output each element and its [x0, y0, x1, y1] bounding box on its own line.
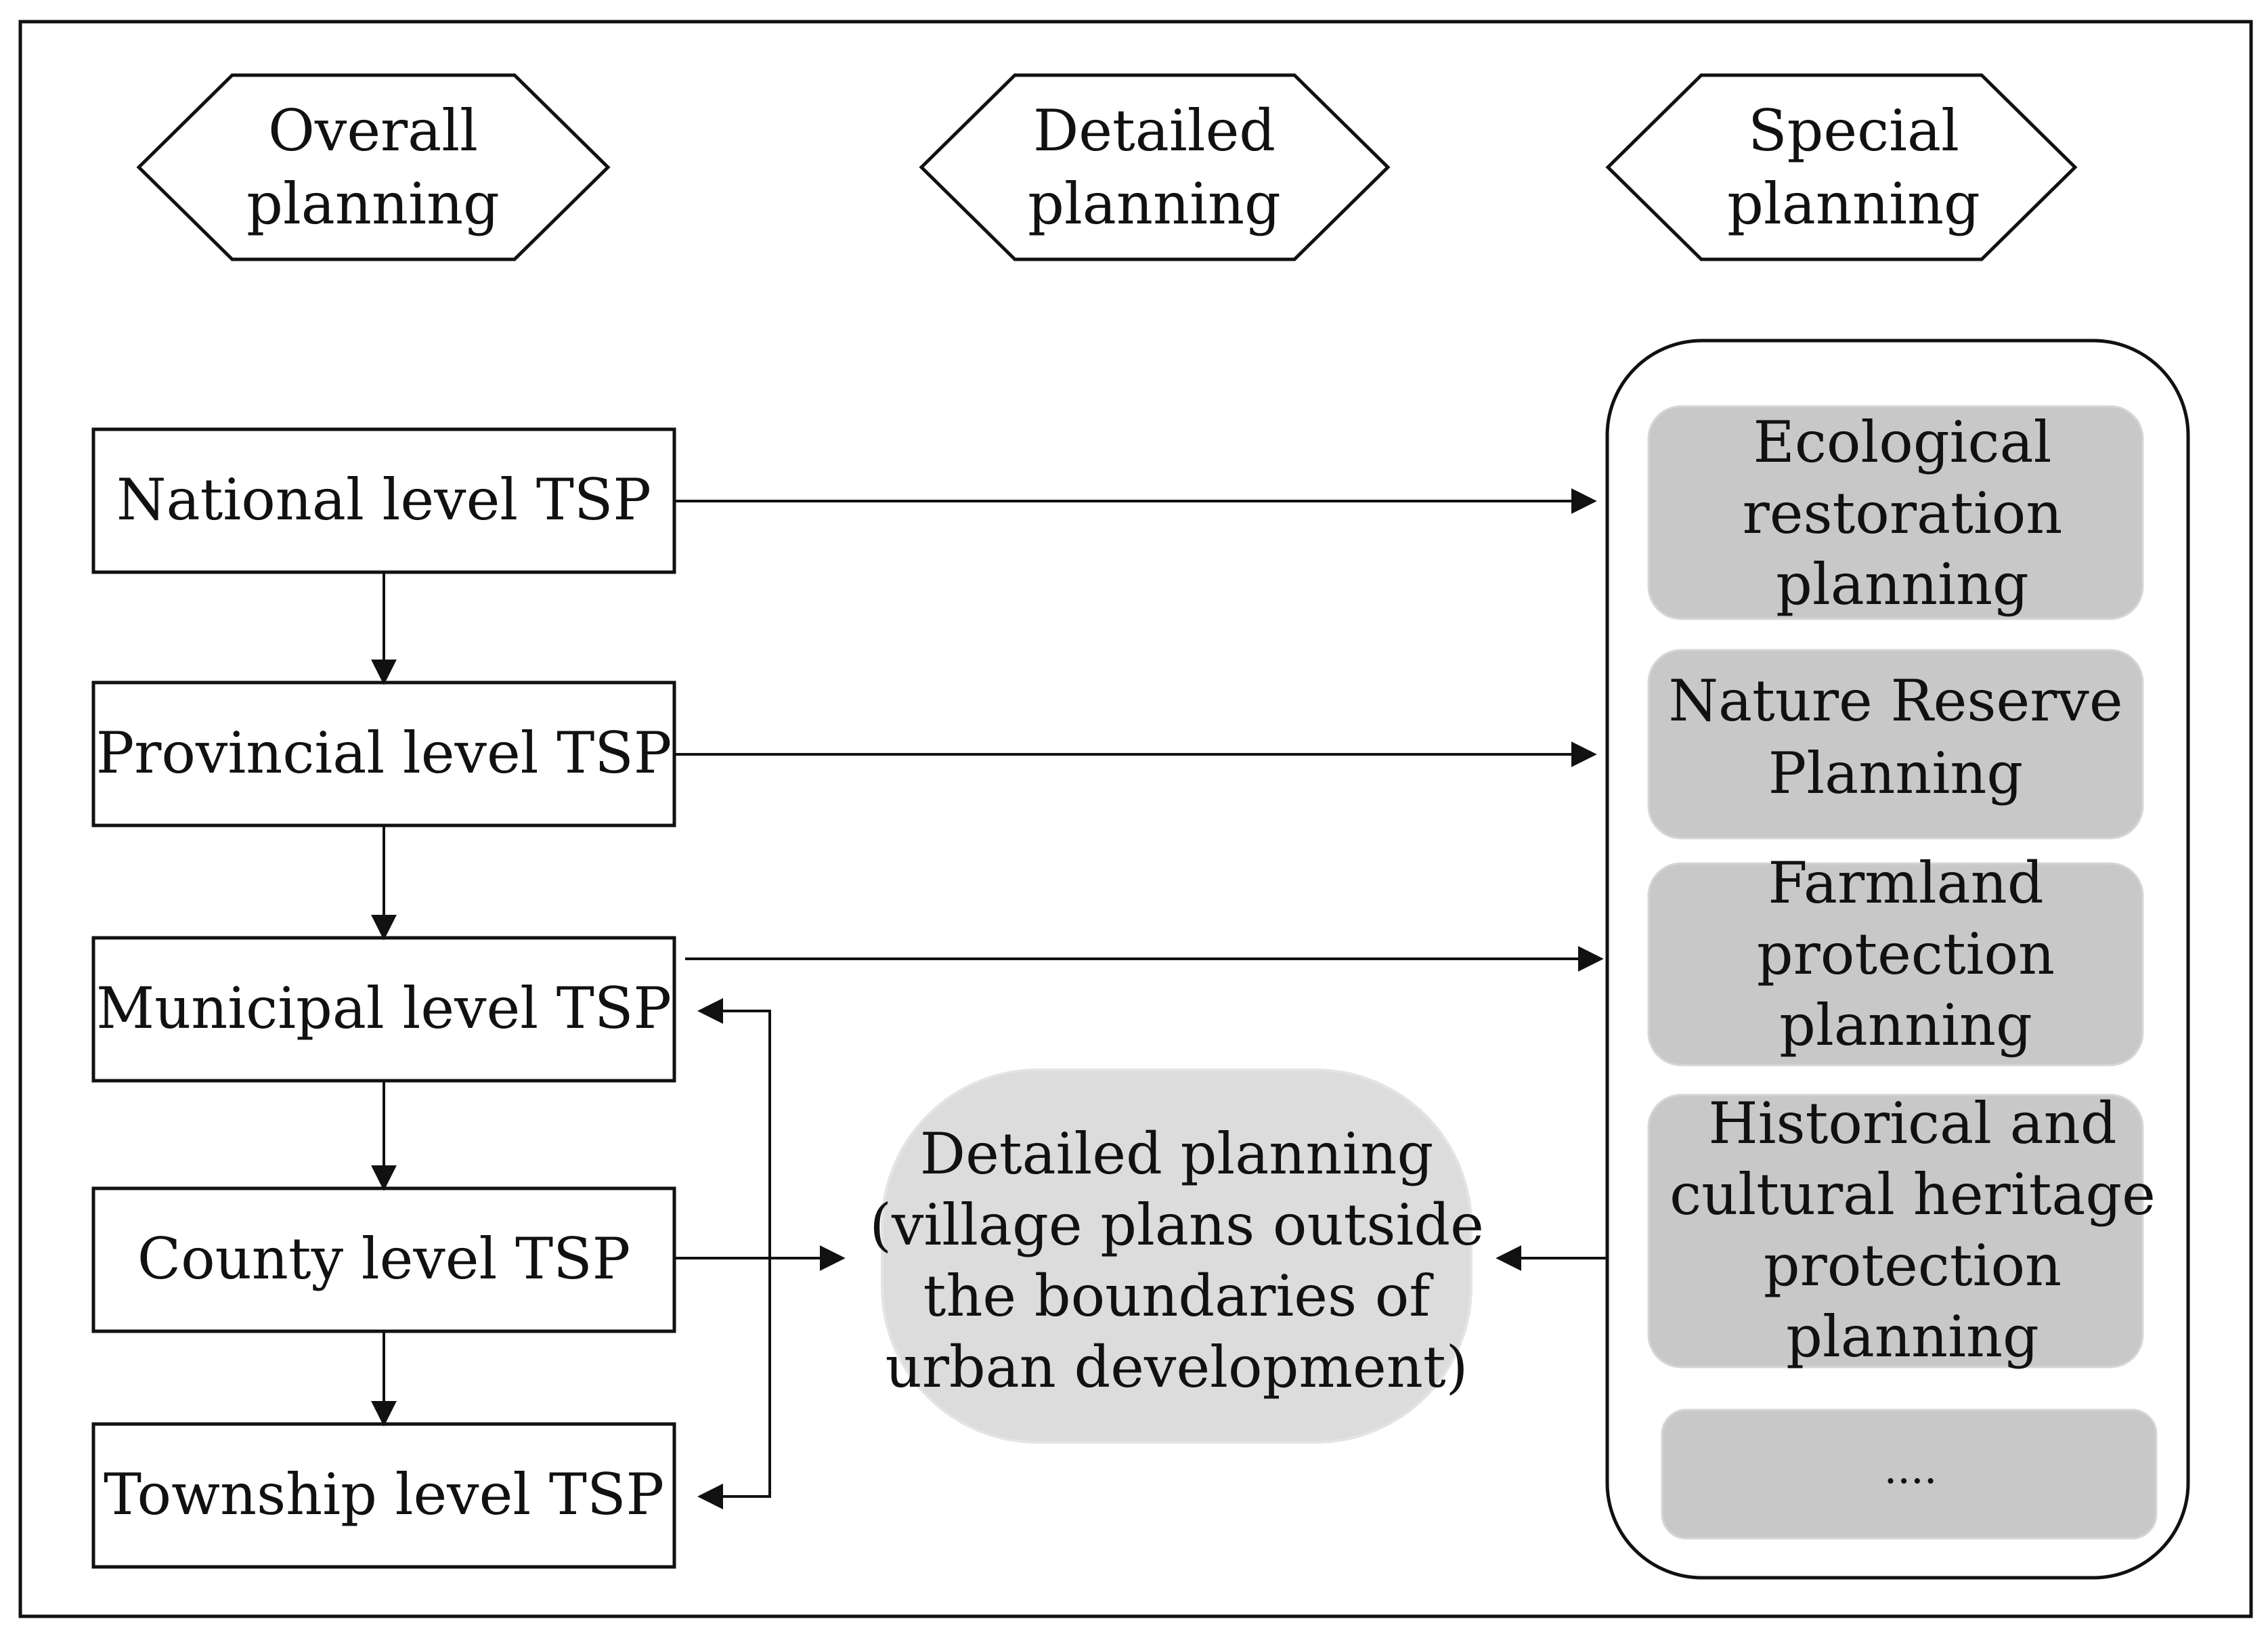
header-hexagon: [1605, 73, 2078, 261]
bracket-municipal-township: [702, 1010, 771, 1498]
special-item-line-2: restoration: [1743, 480, 2063, 546]
arrowhead-to-municipal: [697, 998, 723, 1024]
special-item-nature-reserve: Nature Reserve Planning: [1647, 649, 2144, 840]
tsp-provincial-level: Provincial level TSP: [91, 681, 676, 827]
detailed-line-4: urban development): [886, 1334, 1468, 1400]
special-item-line-3: protection: [1764, 1232, 2062, 1299]
special-item-line-1: Historical and: [1708, 1090, 2116, 1157]
special-item-line-1: Farmland: [1768, 850, 2043, 916]
special-item-line-2: cultural heritage: [1670, 1161, 2156, 1228]
tsp-township-level: Township level TSP: [91, 1422, 676, 1569]
header-detailed-planning: Detailed planning: [919, 73, 1391, 261]
detailed-line-3: the boundaries of: [923, 1263, 1435, 1329]
special-item-farmland-protection: Farmland protection planning: [1647, 850, 2144, 1066]
tsp-municipal-level: Municipal level TSP: [91, 936, 676, 1083]
special-item-line-2: Planning: [1768, 740, 2023, 806]
detailed-line-2: (village plans outside: [869, 1192, 1484, 1258]
tsp-label: County level TSP: [137, 1226, 630, 1292]
tsp-label: Township level TSP: [104, 1461, 664, 1528]
special-item-line-2: protection: [1757, 921, 2055, 987]
header-line-1: Detailed: [1033, 98, 1275, 164]
special-item-box: [1647, 649, 2144, 840]
header-line-2: planning: [1028, 171, 1281, 237]
special-item-box: [1647, 405, 2144, 620]
arrowhead-to-township: [697, 1484, 723, 1509]
header-hexagon: [919, 73, 1391, 261]
special-item-historical-cultural-heritage: Historical and cultural heritage protect…: [1647, 1090, 2156, 1370]
outer-frame: [18, 20, 2253, 1618]
special-more-ellipsis: ....: [1884, 1444, 1938, 1493]
special-item-box: [1647, 1094, 2144, 1368]
detailed-planning-box: Detailed planning (village plans outside…: [869, 1069, 1484, 1444]
special-item-line-3: planning: [1776, 551, 2029, 618]
detailed-box-shape: [881, 1069, 1473, 1444]
tsp-national-level: National level TSP: [91, 427, 676, 574]
special-item-ecological-restoration: Ecological restoration planning: [1647, 405, 2144, 620]
detailed-line-1: Detailed planning: [920, 1121, 1433, 1187]
tsp-label: National level TSP: [116, 467, 651, 533]
header-line-1: Overall: [268, 98, 478, 164]
tsp-label: Municipal level TSP: [96, 975, 672, 1041]
header-line-1: Special: [1748, 98, 1959, 164]
special-item-line-4: planning: [1786, 1303, 2039, 1370]
special-item-line-1: Ecological: [1753, 409, 2052, 475]
special-item-line-1: Nature Reserve: [1668, 668, 2122, 734]
header-overall-planning: Overall planning: [136, 73, 611, 261]
header-hexagon: [136, 73, 611, 261]
tsp-label: Provincial level TSP: [96, 720, 672, 786]
header-line-2: planning: [1727, 171, 1980, 237]
special-item-box: [1661, 1408, 2158, 1540]
header-special-planning: Special planning: [1605, 73, 2078, 261]
special-item-line-3: planning: [1779, 992, 2032, 1058]
special-item-more: ....: [1661, 1408, 2158, 1540]
special-item-box: [1647, 862, 2144, 1066]
header-line-2: planning: [246, 171, 500, 237]
tsp-county-level: County level TSP: [91, 1186, 676, 1333]
